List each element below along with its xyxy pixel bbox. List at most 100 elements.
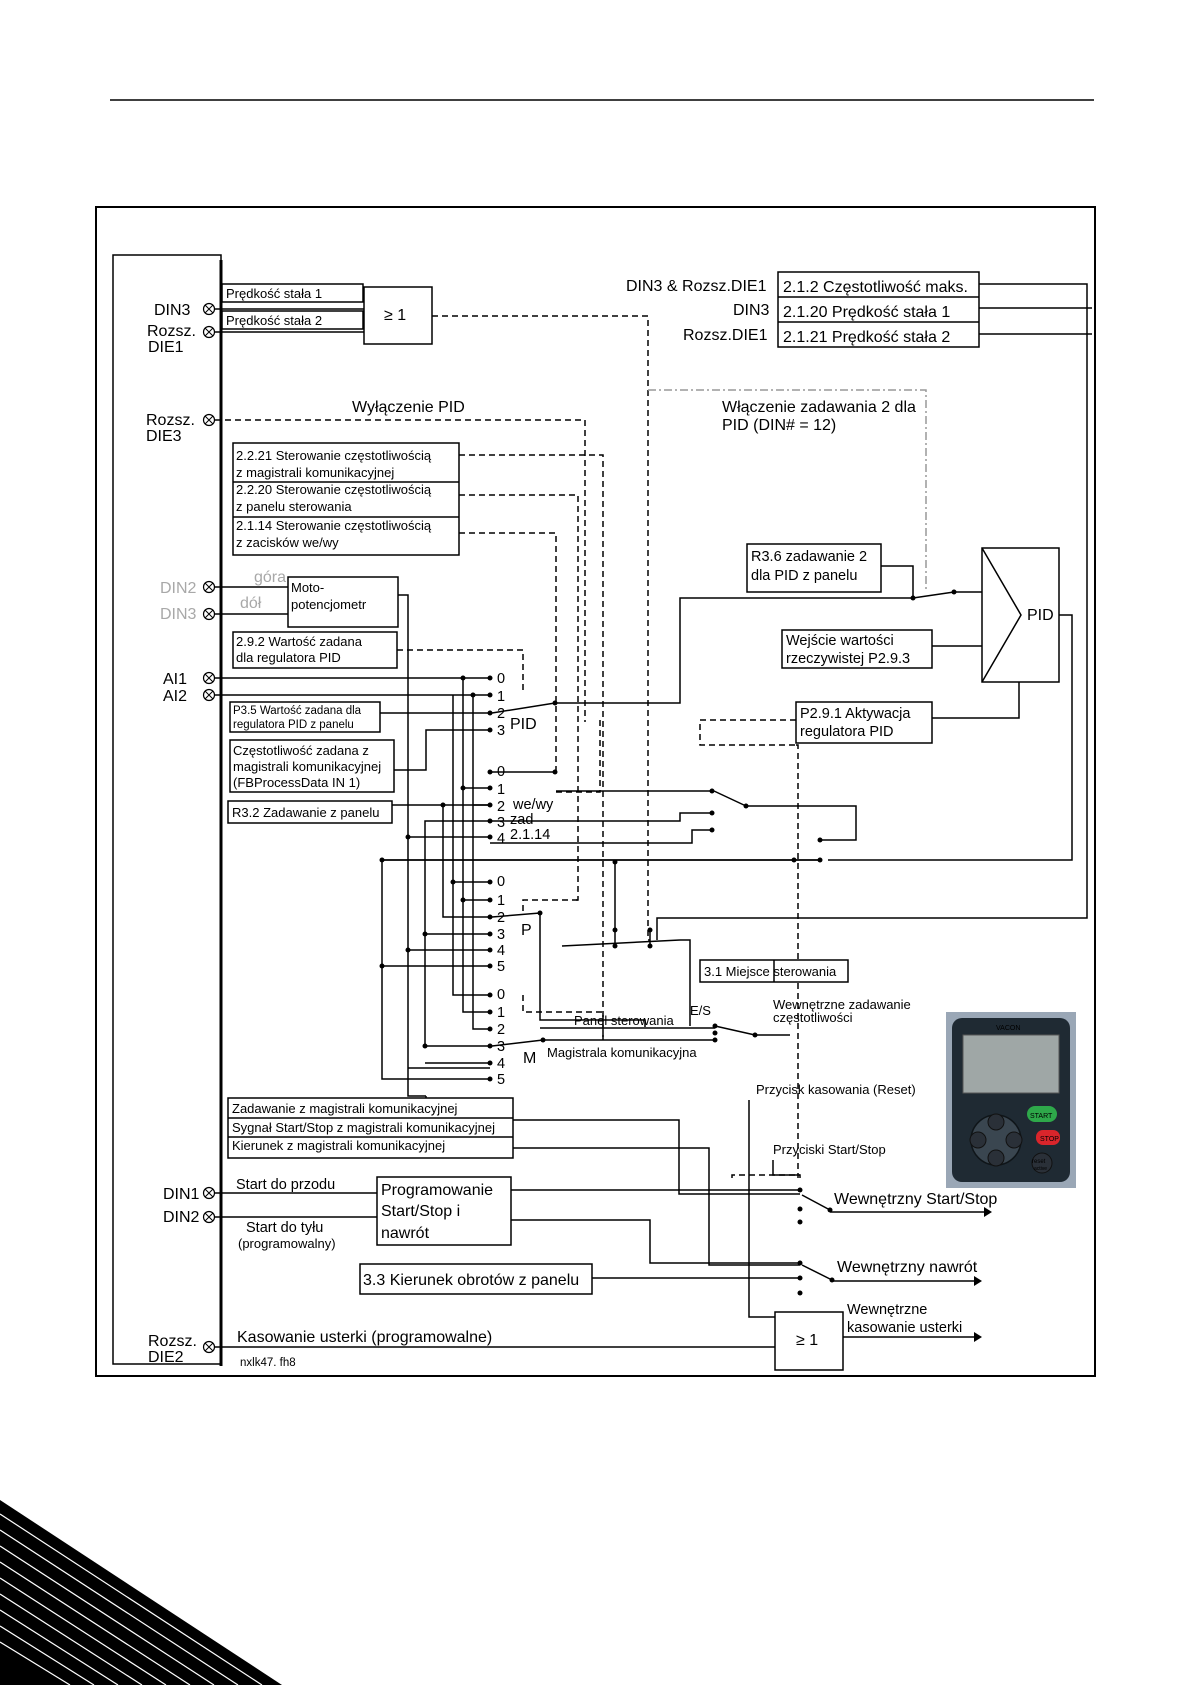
label-wejscie-a: Wejście wartości [786, 633, 894, 649]
label-przycisk-reset: Przycisk kasowania (Reset) [756, 1082, 916, 1097]
label-magistrala: Magistrala komunikacyjna [547, 1045, 697, 1060]
label-wewn-kas-b: kasowanie usterki [847, 1320, 962, 1336]
keypad-arrow-keys [969, 1113, 1023, 1167]
sel-p-5: 5 [497, 959, 505, 975]
sel-p-4: 4 [497, 943, 505, 959]
label-gora: góra [254, 569, 286, 586]
keypad-reset-button [1031, 1152, 1053, 1174]
keypad-reset-sub: active [1034, 1166, 1047, 1172]
terminal-din1: DIN1 [163, 1186, 200, 1203]
label-p2220-a: 2.2.20 Sterowanie częstotliwością [236, 482, 432, 497]
label-wylaczenie-pid: Wyłączenie PID [352, 399, 465, 416]
label-p35-b: regulatora PID z panelu [233, 719, 354, 731]
sel-pid-2: 2 [497, 706, 505, 722]
label-kierunek-fb: Kierunek z magistrali komunikacyjnej [232, 1138, 445, 1153]
motopotentiometer: góra dół Moto- potencjometr [215, 569, 409, 1068]
label-predkosc-2: Prędkość stała 2 [226, 313, 322, 328]
label-p35-a: P3.5 Wartość zadana dla [233, 705, 362, 717]
terminal-din3: DIN3 [154, 302, 191, 319]
label-wewn-ss: Wewnętrzny Start/Stop [834, 1191, 997, 1208]
label-p2120: 2.1.20 Prędkość stała 1 [783, 304, 950, 321]
label-sel-m: M [523, 1050, 536, 1067]
sel-pid-1: 1 [497, 689, 505, 705]
label-p2221-a: 2.2.21 Sterowanie częstotliwością [236, 448, 432, 463]
sel-p-1: 1 [497, 893, 505, 909]
start-stop-section: Start do przodu Start do tyłu (programow… [215, 1176, 800, 1295]
terminal-rozsz-die3-b: DIE3 [146, 428, 182, 445]
label-p212: 2.1.2 Częstotliwość maks. [783, 279, 968, 296]
label-start-tylu-b: (programowalny) [238, 1236, 336, 1251]
top-right-parameters: DIN3 & Rozsz.DIE1 DIN3 Rozsz.DIE1 2.1.2 … [626, 271, 1092, 940]
label-programowanie-c: nawrót [381, 1225, 430, 1242]
keypad-stop-label: STOP [1040, 1136, 1059, 1143]
selector-fieldbus: 0 1 2 3 4 5 M [487, 987, 715, 1088]
terminal-ai1: AI1 [163, 671, 187, 688]
label-r32: R3.2 Zadawanie z panelu [232, 805, 379, 820]
sel-io-4: 4 [497, 831, 505, 847]
keypad-reset-label: reset [1032, 1159, 1046, 1165]
terminal-rozsz-die1-a: Rozsz. [147, 323, 196, 340]
label-p31: 3.1 Miejsce sterowania [704, 964, 837, 979]
label-din3-rozsz: DIN3 & Rozsz.DIE1 [626, 278, 767, 295]
selector-pid: 0 1 2 3 PID [487, 597, 913, 739]
label-r36-a: R3.6 zadawanie 2 [751, 549, 867, 565]
label-weywy-a: we/wy [512, 797, 554, 813]
sel-io-1: 1 [497, 782, 505, 798]
sel-m-5: 5 [497, 1072, 505, 1088]
label-es: E/S [690, 1003, 711, 1018]
label-dol: dół [240, 595, 262, 612]
label-r36-b: dla PID z panelu [751, 568, 857, 584]
terminal-din2-top: DIN2 [160, 580, 197, 597]
sel-p-3: 3 [497, 927, 505, 943]
label-start-tylu-a: Start do tyłu [246, 1220, 323, 1236]
pid-block: PID [1027, 607, 1054, 624]
keypad-start-label: START [1030, 1113, 1053, 1120]
label-wlaczenie-a: Włączenie zadawania 2 dla [722, 399, 916, 416]
terminal-rozsz-die1-b: DIE1 [148, 339, 184, 356]
sel-p-2: 2 [497, 910, 505, 926]
label-wejscie-b: rzeczywistej P2.9.3 [786, 651, 910, 667]
label-programowanie-b: Start/Stop i [381, 1203, 460, 1220]
label-weywy-c: 2.1.14 [510, 827, 550, 843]
sel-m-3: 3 [497, 1039, 505, 1055]
label-rozsz-die1-right: Rozsz.DIE1 [683, 327, 768, 344]
constant-speed-section: Prędkość stała 1 Prędkość stała 2 ≥ 1 [215, 283, 650, 941]
label-start-przodu: Start do przodu [236, 1177, 335, 1193]
label-p292-a: 2.9.2 Wartość zadana [236, 634, 363, 649]
sel-io-2: 2 [497, 799, 505, 815]
label-wewn-kas-a: Wewnętrzne [847, 1302, 927, 1318]
decorative-stripes [0, 1500, 282, 1685]
sel-m-1: 1 [497, 1005, 505, 1021]
terminal-rozsz-die3-a: Rozsz. [146, 412, 195, 429]
label-wewn-zad-a: Wewnętrzne zadawanie [773, 997, 911, 1012]
label-kasowanie: Kasowanie usterki (programowalne) [237, 1329, 492, 1346]
label-sygnal-fb: Sygnał Start/Stop z magistrali komunikac… [232, 1120, 495, 1135]
selector-panel: 0 1 2 3 4 5 P [487, 874, 646, 1027]
label-motopot-a: Moto- [291, 580, 324, 595]
label-p292-b: dla regulatora PID [236, 650, 341, 665]
sel-pid-3: 3 [497, 723, 505, 739]
label-p2114-b: z zacisków we/wy [236, 535, 339, 550]
label-file-id: nxlk47. fh8 [240, 1357, 296, 1369]
label-din3-right: DIN3 [733, 302, 770, 319]
sel-pid-0: 0 [497, 671, 505, 687]
terminal-ai2: AI2 [163, 688, 187, 705]
label-programowanie-a: Programowanie [381, 1182, 493, 1199]
sel-p-0: 0 [497, 874, 505, 890]
terminal-crosses [204, 304, 214, 1352]
label-predkosc-1: Prędkość stała 1 [226, 286, 322, 301]
label-wlaczenie-b: PID (DIN# = 12) [722, 417, 836, 434]
label-sel-p: P [521, 922, 532, 939]
label-p291-a: P2.9.1 Aktywacja [800, 706, 911, 722]
output-switches: Przycisk kasowania (Reset) Przyciski Sta… [731, 1082, 997, 1318]
label-fb-c: (FBProcessData IN 1) [233, 775, 360, 790]
terminal-rozsz-die2-a: Rozsz. [148, 1333, 197, 1350]
keypad-image: VACON START STOP reset active [946, 1012, 1076, 1188]
diagram-frame [95, 206, 1096, 1377]
terminal-din2-bottom: DIN2 [163, 1209, 200, 1226]
fieldbus-boxes: Zadawanie z magistrali komunikacyjnej Sy… [227, 1097, 800, 1266]
label-motopot-b: potencjometr [291, 597, 367, 612]
frequency-source-boxes: 2.2.21 Sterowanie częstotliwością z magi… [232, 442, 604, 1040]
ref-output-selector: Panel sterowania Magistrala komunikacyjn… [540, 997, 911, 1060]
